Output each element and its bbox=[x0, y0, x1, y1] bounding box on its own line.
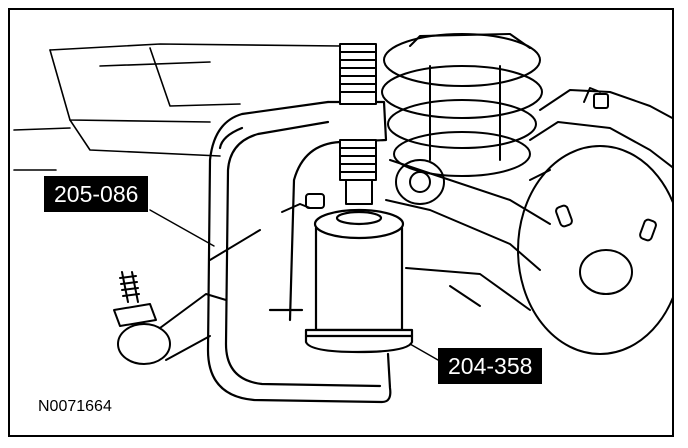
brake-line bbox=[209, 193, 325, 261]
suspension-tool-illustration bbox=[13, 33, 672, 404]
figure-id: N0071664 bbox=[38, 398, 112, 415]
lower-control-arm bbox=[385, 159, 551, 311]
tool-callout-204-358: 204-358 bbox=[438, 348, 543, 384]
receiver-cup bbox=[304, 208, 414, 354]
forcing-screw bbox=[339, 43, 377, 205]
chassis-lines bbox=[13, 43, 341, 171]
tool-callout-205-086: 205-086 bbox=[44, 176, 149, 212]
illustration-frame: 205-086 204-358 N0071664 bbox=[8, 8, 674, 437]
leader-lines bbox=[149, 209, 439, 361]
coil-spring bbox=[381, 33, 543, 177]
tie-rod-end bbox=[113, 271, 227, 365]
steering-knuckle bbox=[517, 87, 672, 355]
